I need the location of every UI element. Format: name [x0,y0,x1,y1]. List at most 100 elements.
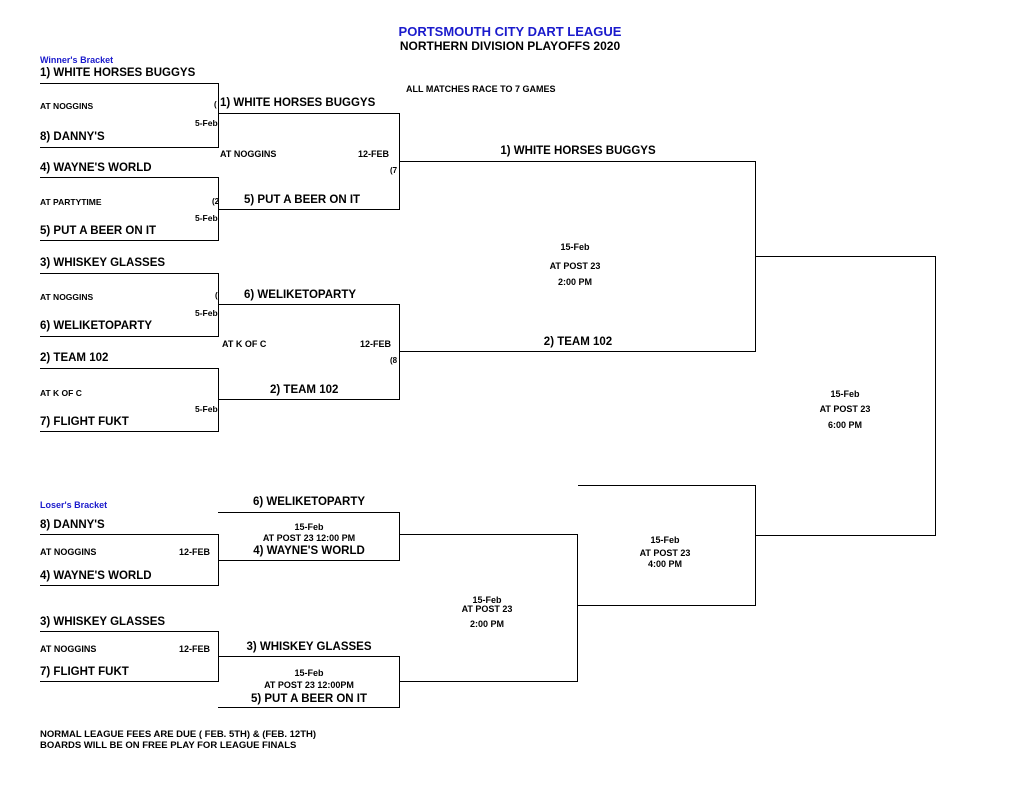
match-date: 5-Feb [195,213,218,223]
team-label: 8) DANNY'S [40,131,105,143]
bracket-connector [755,485,756,606]
score-fragment: (8 [390,356,398,365]
team-label: 7) FLIGHT FUKT [40,666,129,678]
match-time: 2:00 PM [557,277,592,287]
page-title: PORTSMOUTH CITY DART LEAGUE [398,24,622,39]
team-label: 1) WHITE HORSES BUGGYS [220,97,376,109]
team-label: 5) PUT A BEER ON IT [244,194,361,206]
team-label: 6) WELIKETOPARTY [244,289,357,301]
bracket-line [40,534,219,535]
bracket-line [400,534,578,535]
match-date: 5-Feb [195,404,218,414]
score-fragment: (7 [390,166,398,175]
bracket-line [40,147,219,148]
match-time: 4:00 PM [647,559,682,569]
page-subtitle: NORTHERN DIVISION PLAYOFFS 2020 [399,39,621,53]
bracket-connector [935,256,936,536]
team-label: 7) FLIGHT FUKT [40,416,129,428]
bracket-connector [399,656,400,708]
match-venue-time: AT POST 23 12:00 PM [262,533,356,543]
bracket-line [756,535,936,536]
championship-time: 6:00 PM [827,420,862,430]
free-play-note: BOARDS WILL BE ON FREE PLAY FOR LEAGUE F… [40,740,297,751]
team-label: 3) WHISKEY GLASSES [40,616,166,628]
bracket-line [40,83,219,84]
championship-date: 15-Feb [830,389,860,399]
bracket-line [40,368,219,369]
team-label: 4) WAYNE'S WORLD [40,570,152,582]
team-label: 6) WELIKETOPARTY [40,320,153,332]
match-venue-time: AT POST 23 12:00PM [264,680,354,690]
match-venue: AT NOGGINS [40,101,94,111]
winners-bracket-label: Winner's Bracket [40,55,114,65]
match-venue: AT PARTYTIME [40,197,102,207]
match-venue: AT NOGGINS [220,149,277,159]
bracket-line [400,351,756,352]
match-venue: AT POST 23 [461,604,513,614]
bracket-line [218,560,400,561]
team-label: 5) PUT A BEER ON IT [40,225,157,237]
bracket-line [40,681,219,682]
match-date: 5-Feb [195,308,218,318]
bracket-connector [755,161,756,352]
match-date: 12-FEB [358,149,390,159]
bracket-line [40,273,219,274]
team-label: 4) WAYNE'S WORLD [40,162,152,174]
bracket-line [40,240,219,241]
team-label: 5) PUT A BEER ON IT [250,693,368,705]
match-venue: AT K OF C [40,388,82,398]
team-label: 4) WAYNE'S WORLD [253,545,365,557]
bracket-line [218,113,400,114]
match-date: 15-Feb [472,595,502,605]
team-label: 2) TEAM 102 [270,384,339,396]
match-venue: AT NOGGINS [40,644,97,654]
bracket-line [218,512,400,513]
team-label: 8) DANNY'S [40,519,105,531]
bracket-connector [399,113,400,210]
team-label: 2) TEAM 102 [543,336,613,348]
bracket-connector [399,304,400,400]
bracket-line [218,656,400,657]
bracket-line [40,585,219,586]
team-label: 1) WHITE HORSES BUGGYS [500,145,656,157]
match-date: 15-Feb [294,522,324,532]
fees-note: NORMAL LEAGUE FEES ARE DUE ( FEB. 5TH) &… [40,729,317,740]
match-date: 15-Feb [650,535,680,545]
match-time: 2:00 PM [469,619,504,629]
score-fragment: ( [215,291,218,300]
match-venue: AT NOGGINS [40,547,97,557]
match-venue: AT K OF C [222,339,267,349]
bracket-connector [218,273,219,337]
bracket-line [40,177,219,178]
bracket-line [218,304,400,305]
bracket-line [40,336,219,337]
bracket-line [400,681,578,682]
bracket-connector [577,534,578,682]
bracket-line [218,399,400,400]
score-fragment: (2 [212,197,220,206]
bracket-line [40,631,219,632]
bracket-connector [218,368,219,432]
team-label: 3) WHISKEY GLASSES [246,641,372,653]
match-date: 12-FEB [179,644,211,654]
bracket-line [218,707,400,708]
bracket-line [756,256,936,257]
team-label: 2) TEAM 102 [40,352,109,364]
bracket-line [400,161,756,162]
match-date: 5-Feb [195,118,218,128]
bracket-connector [218,83,219,148]
match-venue: AT POST 23 [549,261,601,271]
bracket-line [218,209,400,210]
team-label: 6) WELIKETOPARTY [252,496,366,508]
championship-venue: AT POST 23 [819,404,871,414]
match-date: 15-Feb [560,242,590,252]
losers-bracket-label: Loser's Bracket [40,500,108,510]
bracket-line [578,605,756,606]
match-date: 15-Feb [294,668,324,678]
bracket-connector [399,512,400,561]
match-venue: AT NOGGINS [40,292,94,302]
bracket-line [578,485,756,486]
race-note: ALL MATCHES RACE TO 7 GAMES [406,84,556,94]
match-date: 12-FEB [360,339,392,349]
